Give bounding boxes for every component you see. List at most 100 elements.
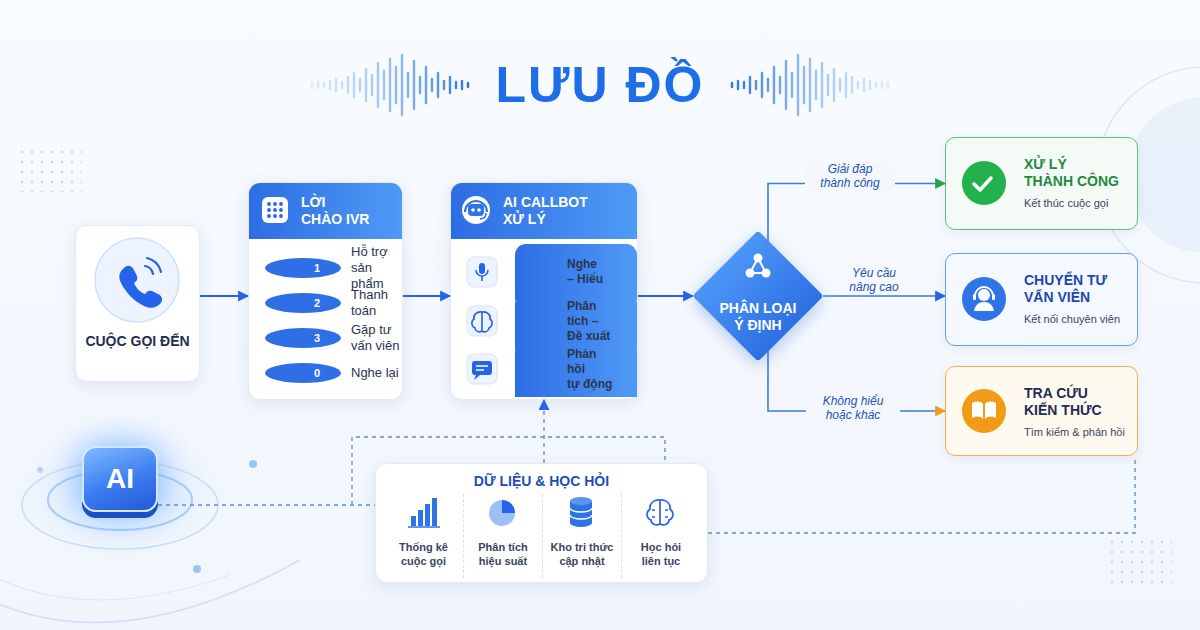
step-icon <box>472 312 492 332</box>
process-box: AI CALLBOT XỬ LÝNghe – HiểuPhân tích – Đ… <box>450 182 638 400</box>
connector-arrow <box>403 295 450 297</box>
chip-glow-rings <box>0 420 300 623</box>
outcome-box: TRA CỨU KIẾN THỨCTìm kiếm & phản hồi <box>945 366 1138 456</box>
connector-arrow <box>768 184 945 242</box>
database-icon <box>570 497 592 505</box>
bar-chart-icon <box>432 498 437 526</box>
node-text: Phân tích hiệu suất <box>467 540 539 568</box>
connector-arrow <box>158 504 375 505</box>
step-icon <box>472 361 492 375</box>
data-panel: DỮ LIỆU & HỌC HỎI Thống kê cuộc gọiPhân t… <box>375 463 708 583</box>
node-text: Thống kê cuộc gọi <box>387 540 460 568</box>
step-icon <box>467 257 497 384</box>
step-icon <box>476 366 488 370</box>
robot-icon <box>465 201 487 212</box>
node-text: AI <box>84 448 156 510</box>
chip-glow-rings <box>193 565 201 573</box>
sound-wave <box>732 55 888 115</box>
process-step: Phản hồi tự động <box>465 353 637 385</box>
book-icon <box>972 402 996 419</box>
step-icon <box>476 270 488 276</box>
node-subtext: Gặp tư vấn viên <box>351 322 400 354</box>
chip-glow-rings <box>10 420 230 560</box>
node-text: Kho tri thức cập nhật <box>546 540 618 568</box>
agent-icon <box>975 287 993 296</box>
agent-icon <box>973 294 976 300</box>
agent-icon <box>962 277 1006 321</box>
agent-icon <box>962 277 1006 321</box>
node-text: CUỘC GỌI ĐẾN <box>84 332 191 350</box>
agent-icon <box>992 294 995 300</box>
bar-chart-icon <box>408 526 440 528</box>
node-text: DỮ LIỆU & HỌC HỎI <box>376 473 707 489</box>
data-cell: Học hỏi liên tục <box>621 494 700 578</box>
pie-chart-icon <box>489 500 515 526</box>
node-text: Học hỏi liên tục <box>625 540 697 568</box>
menu-option: 2 Thanh toán <box>265 290 400 316</box>
node-subtext: Kết thúc cuộc gọi <box>1024 196 1133 210</box>
outcome-box: CHUYỂN TƯ VẤN VIÊNKết nối chuyên viên <box>945 253 1138 346</box>
robot-icon <box>480 213 486 219</box>
check-icon <box>962 161 1006 205</box>
keypad-icon <box>262 197 288 223</box>
data-cell: Phân tích hiệu suất <box>463 494 542 578</box>
connector-arrow <box>543 400 544 463</box>
node-text: 2 <box>265 293 341 313</box>
edge-label: Không hiểu hoặc khác <box>806 394 900 422</box>
database-icon <box>570 501 592 527</box>
edge-label: Yêu cầu nâng cao <box>838 266 910 294</box>
book-icon <box>962 389 1006 433</box>
keypad-icon <box>273 202 277 206</box>
step-icon <box>467 257 497 287</box>
phone-icon <box>145 266 153 274</box>
sound-wave <box>312 55 468 115</box>
diamond-shape <box>698 236 818 356</box>
database-icon <box>570 497 592 527</box>
node-text: PHÂN LOẠI Ý ĐỊNH <box>717 300 799 334</box>
network-icon <box>746 254 771 278</box>
pie-chart-icon <box>489 500 515 526</box>
node-text: XỬ LÝ THÀNH CÔNG <box>1024 156 1133 190</box>
node-subtext: Nghe lại <box>351 365 399 381</box>
chip-glow-rings <box>0 575 230 600</box>
node-text: TRA CỨU KIẾN THỨC <box>1024 385 1133 419</box>
start-box: CUỘC GỌI ĐẾN <box>75 225 200 382</box>
keypad-icon <box>279 214 283 218</box>
phone-icon <box>147 258 161 272</box>
network-icon <box>762 269 771 278</box>
process-step: Phân tích – Đề xuất <box>465 305 637 337</box>
network-icon <box>750 258 766 273</box>
process-step: Nghe – Hiểu <box>465 256 637 288</box>
bar-chart-icon <box>425 504 430 526</box>
node-text: Nghe – Hiểu <box>515 244 637 300</box>
keypad-icon <box>262 197 288 223</box>
check-icon <box>974 178 991 190</box>
check-icon <box>962 161 1006 205</box>
diagram-title: LƯU ĐỒ <box>0 54 1200 116</box>
data-cell: Thống kê cuộc gọi <box>384 494 463 578</box>
node-subtext: Thanh toán <box>351 287 400 319</box>
keypad-icon <box>267 214 271 218</box>
node-text: LỜI CHÀO IVR <box>249 183 402 239</box>
pie-chart-icon <box>502 500 515 513</box>
bar-chart-icon <box>418 510 423 526</box>
menu-option: 1Hỗ trợ sản phẩm <box>265 255 400 281</box>
step-icon <box>467 306 497 336</box>
node-text: 1 <box>265 258 341 278</box>
robot-icon <box>471 208 475 212</box>
step-icon <box>474 375 480 380</box>
network-icon <box>746 269 755 278</box>
database-icon <box>570 508 592 519</box>
bar-chart-icon <box>411 516 416 526</box>
learning-icon <box>647 500 673 525</box>
menu-option: 0Nghe lại <box>265 360 400 386</box>
data-cell: Kho tri thức cập nhật <box>542 494 621 578</box>
node-text: Phản hồi tự động <box>515 341 637 397</box>
outcome-box: XỬ LÝ THÀNH CÔNG Kết thúc cuộc gọi <box>945 137 1138 230</box>
ivr-menu-box: LỜI CHÀO IVR1Hỗ trợ sản phẩm2Thanh toán3… <box>248 182 403 400</box>
node-text: AI CALLBOT XỬ LÝ <box>451 183 637 239</box>
node-subtext: Hỗ trợ sản phẩm <box>351 244 400 292</box>
network-icon <box>754 254 763 263</box>
menu-option: 3Gặp tư vấn viên <box>265 325 400 351</box>
